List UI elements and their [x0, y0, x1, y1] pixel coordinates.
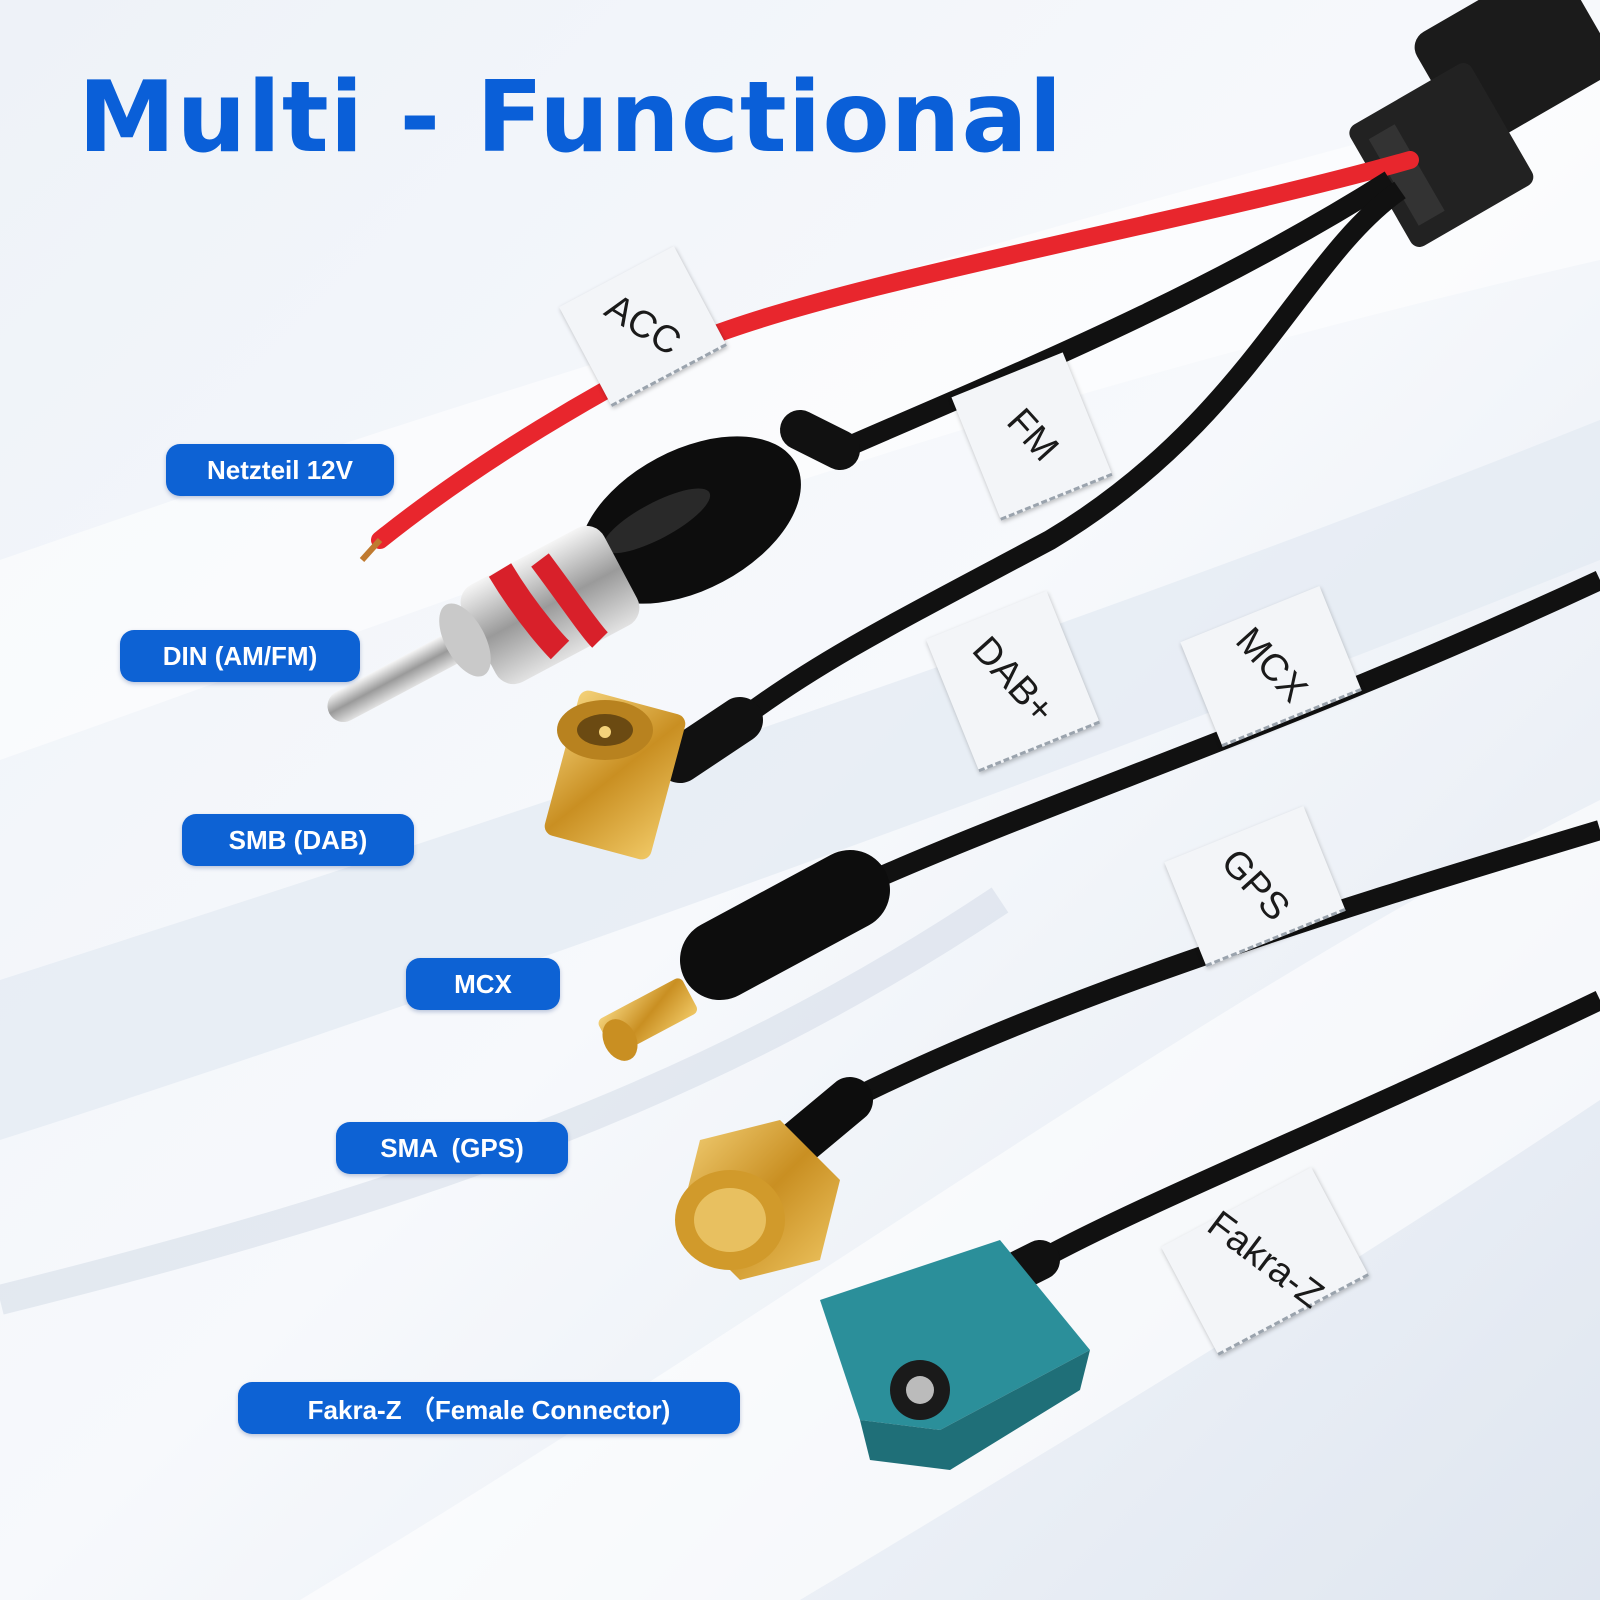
- mcx-plug: [598, 850, 890, 1061]
- wire-tag-mcx-text: MCX: [1226, 619, 1315, 711]
- wire-tag-fm-text: FM: [997, 400, 1066, 470]
- label-din-am-fm: DIN (AM/FM): [120, 630, 360, 682]
- din-plug: [327, 410, 860, 723]
- sma-plug: [675, 1077, 873, 1280]
- wire-tag-acc-text: ACC: [597, 285, 688, 364]
- label-sma-gps: SMA (GPS): [336, 1122, 568, 1174]
- wire-tag-gps-text: GPS: [1212, 840, 1298, 929]
- fakra-plug: [820, 1240, 1090, 1470]
- smb-plug: [544, 690, 763, 860]
- label-netzteil-12v: Netzteil 12V: [166, 444, 394, 496]
- wire-tag-dab-text: DAB+: [963, 628, 1062, 732]
- label-fakra-z-female: Fakra-Z （Female Connector): [238, 1382, 740, 1434]
- page-title: Multi - Functional: [78, 61, 1064, 175]
- wire-tag-fakra-z-text: Fakra-Z: [1198, 1202, 1331, 1317]
- label-mcx: MCX: [406, 958, 560, 1010]
- label-smb-dab: SMB (DAB): [182, 814, 414, 866]
